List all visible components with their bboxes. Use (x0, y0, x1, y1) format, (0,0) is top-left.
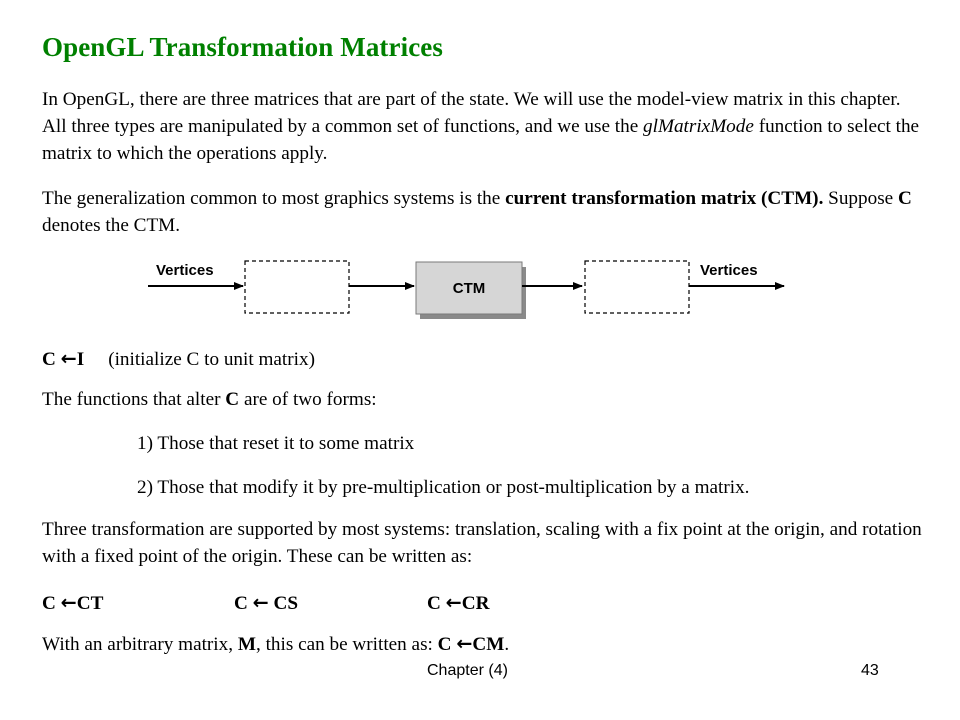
input-vertices-label: Vertices (156, 262, 214, 279)
input-dashed-box (244, 260, 350, 314)
eq-rhs: CR (461, 593, 490, 614)
assign-arrow-icon: ← (252, 591, 269, 614)
init-lhs: C (42, 349, 56, 370)
ctm-box (415, 261, 523, 315)
forms-text-2: are of two forms: (239, 389, 377, 410)
assign-arrow-icon: ← (60, 591, 77, 614)
assign-arrow-icon: ← (60, 347, 77, 370)
ctm-text-3: denotes the CTM. (42, 215, 181, 236)
last-text-1: With an arbitrary matrix, (42, 634, 238, 655)
list-item-reset: 1) Those that reset it to some matrix (137, 433, 415, 454)
footer-chapter: Chapter (4) (427, 662, 508, 679)
output-vertices-label: Vertices (700, 262, 758, 279)
ctm-symbol: C (898, 188, 912, 209)
assign-arrow-icon: ← (445, 591, 462, 614)
ctm-pipeline-diagram: Vertices CTM Vertices (148, 260, 785, 319)
ctm-box-label: CTM (453, 280, 486, 297)
transformations-paragraph: Three transformation are supported by mo… (42, 519, 922, 567)
output-dashed-box (584, 260, 690, 314)
assign-arrow-icon: ← (456, 632, 473, 655)
arbitrary-matrix-line: With an arbitrary matrix, M, this can be… (42, 630, 509, 658)
last-eq-rhs: CM (472, 634, 505, 655)
ctm-paragraph: The generalization common to most graphi… (42, 185, 922, 239)
intro-text-1: In OpenGL, there are three matrices that… (42, 89, 901, 137)
init-statement: C ←I (initialize C to unit matrix) (42, 345, 315, 373)
equation-scale: C ← CS (234, 589, 298, 617)
intro-paragraph: In OpenGL, there are three matrices that… (42, 86, 922, 167)
forms-symbol: C (225, 389, 240, 410)
function-name: glMatrixMode (643, 116, 754, 137)
eq-rhs: CT (76, 593, 104, 614)
ctm-term: current transformation matrix (CTM). (505, 188, 824, 209)
init-rhs: I (76, 349, 85, 370)
footer-page-number: 43 (861, 662, 879, 679)
eq-rhs: CS (268, 593, 299, 614)
eq-lhs: C (42, 593, 56, 614)
ctm-text-2: Suppose (823, 188, 898, 209)
last-eq-lhs: C (437, 634, 452, 655)
init-note: (initialize C to unit matrix) (108, 349, 315, 370)
matrix-symbol: M (237, 634, 256, 655)
equation-translate: C ←CT (42, 589, 103, 617)
ctm-text-1: The generalization common to most graphi… (42, 188, 506, 209)
last-text-3: . (504, 634, 510, 655)
slide-title: OpenGL Transformation Matrices (42, 32, 443, 62)
forms-intro: The functions that alter C are of two fo… (42, 386, 377, 413)
forms-text-1: The functions that alter (42, 389, 226, 410)
list-item-modify: 2) Those that modify it by pre-multiplic… (137, 477, 750, 498)
last-text-2: , this can be written as: (255, 634, 438, 655)
equation-rotate: C ←CR (427, 589, 489, 617)
eq-lhs: C (234, 593, 248, 614)
eq-lhs: C (427, 593, 441, 614)
intro-text-2: function to select the matrix to which t… (42, 116, 920, 164)
